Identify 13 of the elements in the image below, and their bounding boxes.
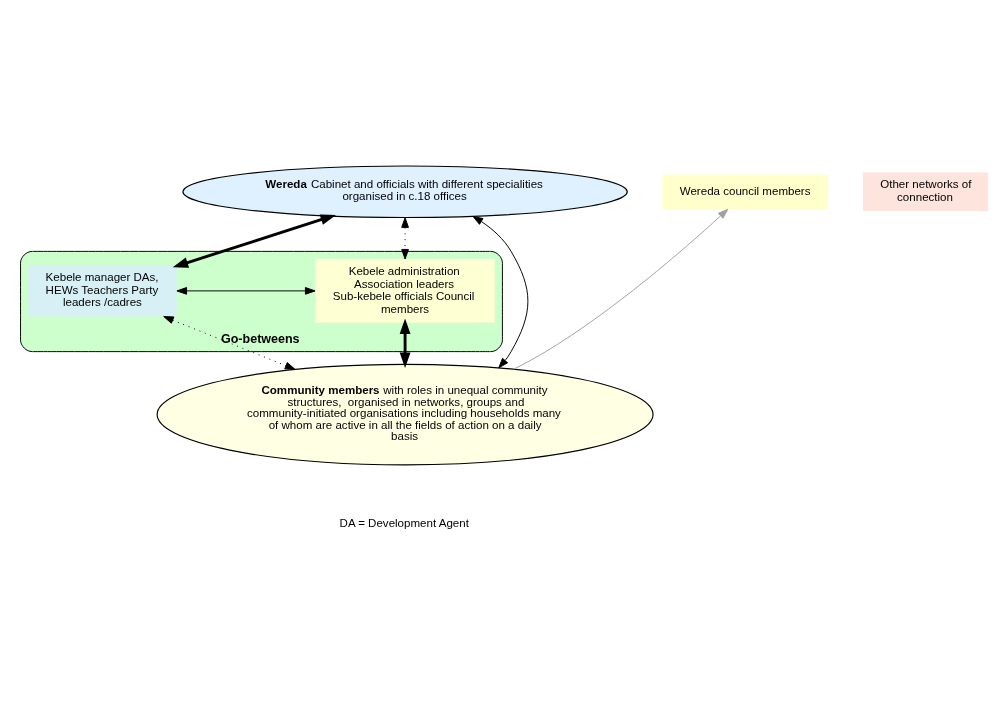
arrow xyxy=(172,214,336,268)
arrow xyxy=(472,215,529,368)
arrow xyxy=(176,286,316,295)
arrow xyxy=(513,208,729,370)
node-box: Kebele manager DAs, HEWs Teachers Party leaders /cadres xyxy=(28,264,177,316)
arrow xyxy=(401,216,409,260)
node-box: Wereda council members xyxy=(662,173,829,209)
label: DA = Development Agent xyxy=(339,516,469,529)
node-box: Kebele administration Association leaders Sub-kebele officials Council members xyxy=(315,258,495,323)
arrow xyxy=(399,318,411,368)
node-ellipse: Wereda Cabinet and officials with different specialities organised in c.18 offices xyxy=(182,164,628,218)
arrow xyxy=(163,315,296,370)
node-box: Other networks of connection xyxy=(862,172,989,211)
